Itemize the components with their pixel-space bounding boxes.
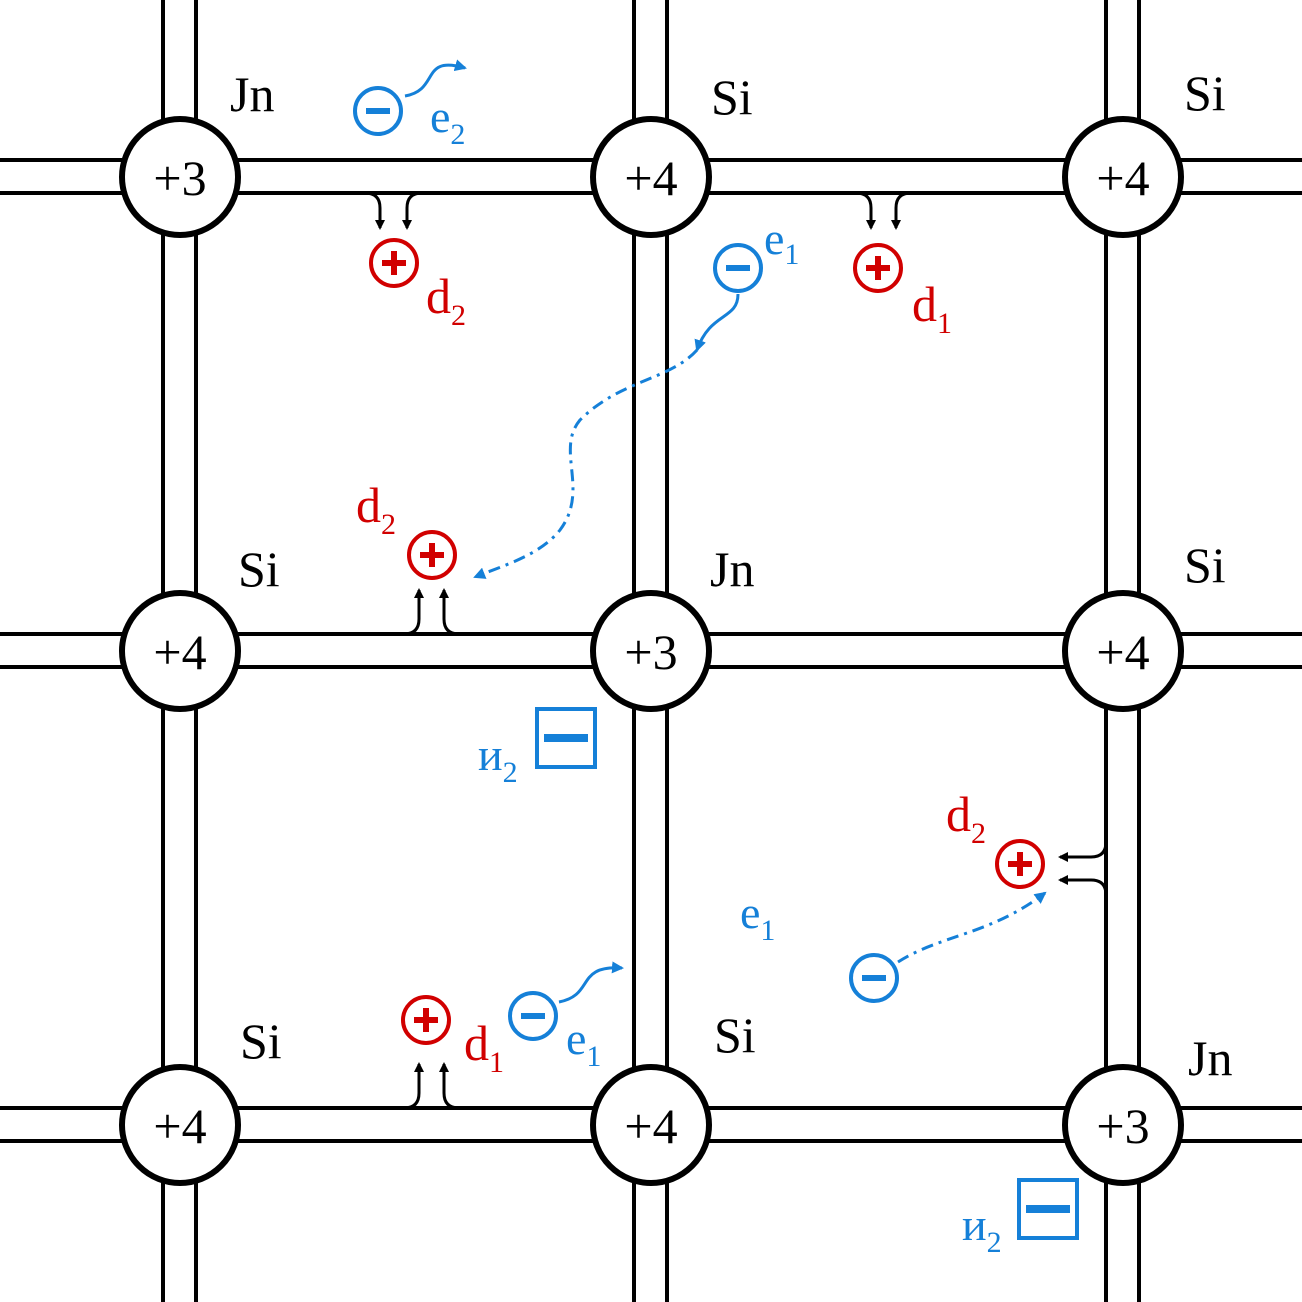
electron-label: e1 (566, 1013, 601, 1073)
atom-element-label: Jn (230, 66, 274, 122)
electron-4 (849, 953, 899, 1003)
electron-path-dashed (897, 891, 1047, 964)
bond-arrow (708, 191, 876, 230)
bond-arrow (1058, 875, 1108, 1070)
bond-arrow (402, 191, 596, 230)
atom-charge: +3 (1096, 1098, 1149, 1154)
electron-label: e2 (430, 91, 465, 151)
electron-path (694, 293, 740, 352)
bond-arrow (891, 191, 1068, 230)
electron-path (404, 59, 467, 98)
atom-charge: +4 (624, 1098, 677, 1154)
atom-si-4: +4 Si (119, 541, 280, 712)
bond-arrow (239, 588, 424, 636)
atom-element-label: Si (240, 1013, 282, 1069)
atom-si-7: +4 Si (119, 1013, 282, 1186)
ion-2: и2 (962, 1178, 1079, 1259)
bond-arrow (239, 1062, 424, 1110)
atom-jn-1: +3 Jn (119, 66, 274, 238)
atom-charge: +4 (153, 1098, 206, 1154)
atom-charge: +4 (624, 150, 677, 206)
atom-charge: +3 (624, 624, 677, 680)
atom-si-2: +4 Si (590, 69, 753, 238)
electron-1: e2 (353, 86, 465, 151)
hole-4: d2 (946, 786, 1045, 889)
ion-1: и2 (478, 707, 597, 789)
hole-label: d2 (356, 477, 396, 541)
hole-2: d1 (853, 243, 952, 340)
ion-label: и2 (962, 1199, 1002, 1259)
atom-si-6: +4 Si (1062, 537, 1226, 712)
hole-3: d2 (356, 477, 457, 580)
atom-charge: +4 (1096, 624, 1149, 680)
hole-1: d2 (369, 238, 466, 332)
atom-element-label: Si (238, 541, 280, 597)
hole-5: d1 (401, 995, 504, 1079)
hole-label: d1 (912, 276, 952, 340)
hole-label: d2 (426, 268, 466, 332)
electron-3: e1 (508, 991, 601, 1073)
hole-label: d1 (464, 1015, 504, 1079)
atom-si-8: +4 Si (590, 1007, 756, 1186)
ion-label: и2 (478, 729, 518, 789)
atom-jn-9: +3 Jn (1062, 1030, 1232, 1186)
atom-charge: +4 (1096, 150, 1149, 206)
atom-jn-5: +3 Jn (590, 541, 754, 712)
atom-charge: +4 (153, 624, 206, 680)
bond-arrow (237, 191, 385, 230)
atom-element-label: Si (714, 1007, 756, 1063)
electron-paths (404, 59, 1047, 1004)
atom-element-label: Si (711, 69, 753, 125)
atom-element-label: Jn (1188, 1030, 1232, 1086)
electron-label: e1 (764, 213, 799, 271)
hole-label: d2 (946, 786, 986, 850)
bond-arrows (237, 191, 1108, 1110)
atom-element-label: Jn (710, 541, 754, 597)
atom-element-label: Si (1184, 537, 1226, 593)
electron-path (558, 961, 624, 1004)
bond-arrow (439, 1062, 596, 1110)
bond-arrow (439, 588, 596, 636)
electron-path-dashed (473, 348, 699, 579)
electron-2: e1 (713, 213, 799, 293)
floating-electron-label: e1 (740, 887, 775, 947)
atom-si-3: +4 Si (1062, 65, 1226, 238)
atom-element-label: Si (1184, 65, 1226, 121)
bond-arrow (1058, 711, 1108, 862)
atom-charge: +3 (153, 150, 206, 206)
